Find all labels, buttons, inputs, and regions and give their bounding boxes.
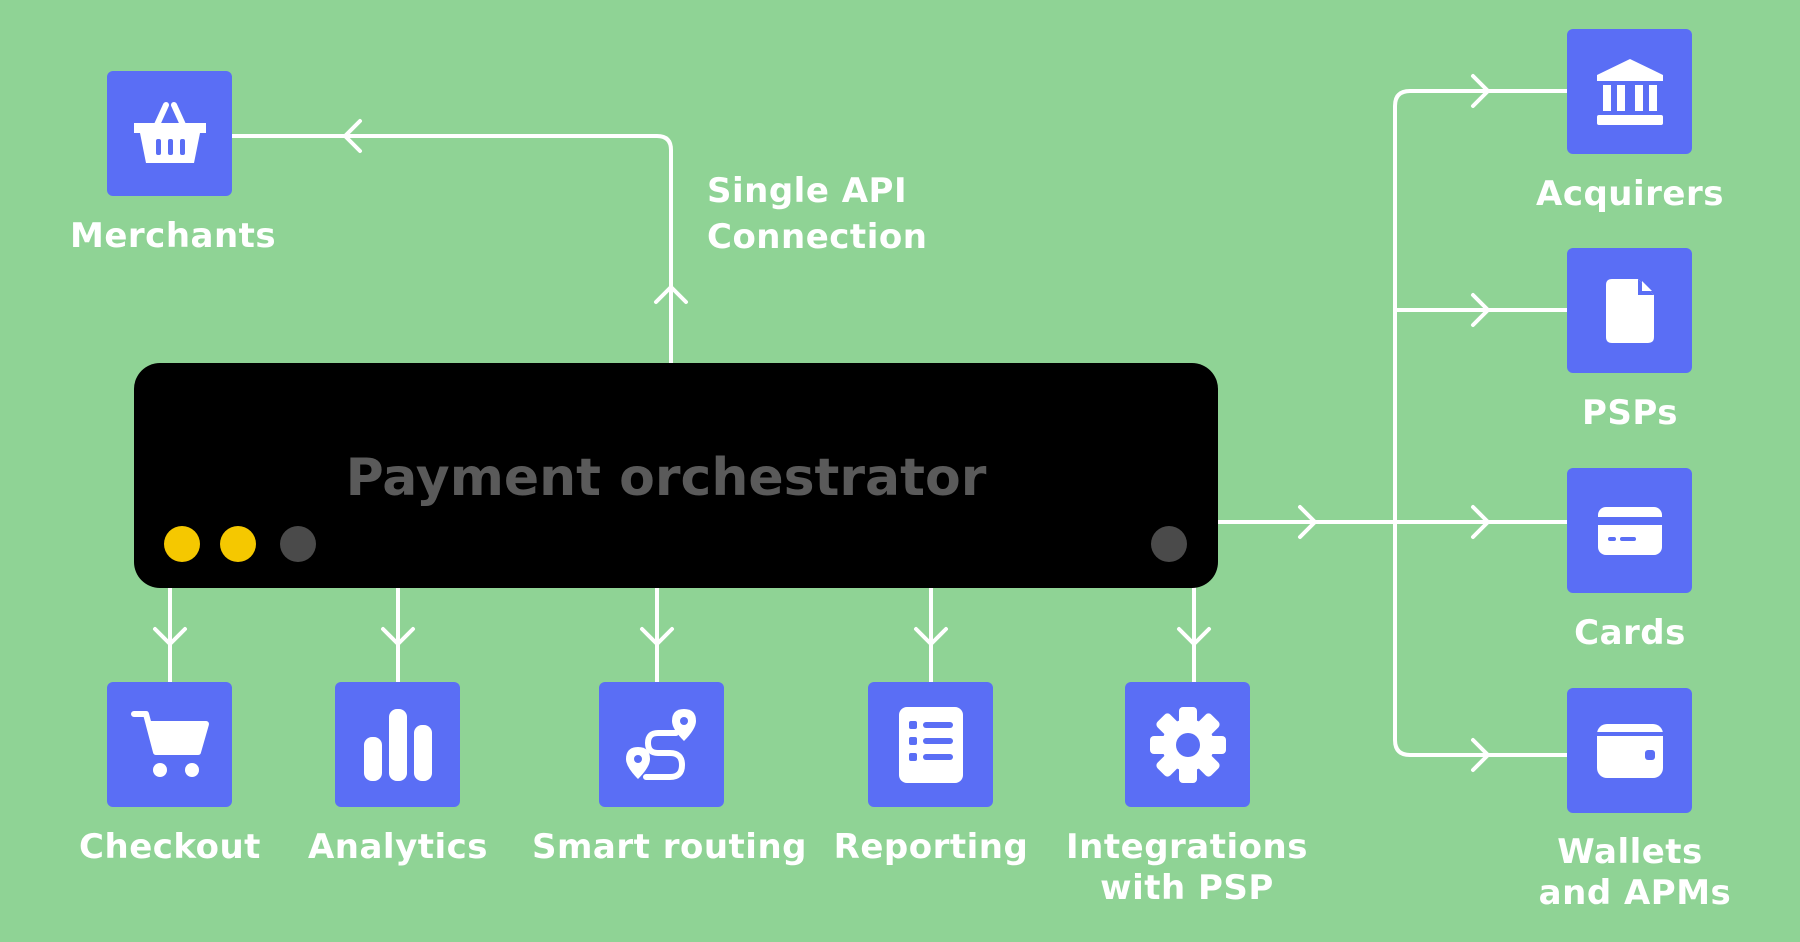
wallet-icon xyxy=(1596,723,1663,778)
arrow-down-integrations xyxy=(1177,627,1211,646)
gear-icon xyxy=(1149,706,1226,783)
arrow-right-acquirers xyxy=(1471,74,1490,108)
arrow-down-checkout xyxy=(153,627,187,646)
integrations-tile xyxy=(1125,682,1250,807)
status-dot-2 xyxy=(220,526,256,562)
bus-vertical xyxy=(1393,89,1569,757)
smart-routing-tile xyxy=(599,682,724,807)
arrow-left-merchants xyxy=(343,119,362,153)
status-dot-right xyxy=(1151,526,1187,562)
wallets-tile xyxy=(1567,688,1692,813)
arrow-right-cards xyxy=(1471,505,1490,539)
integrations-label-line1: Integrations xyxy=(1066,827,1308,867)
status-dot-1 xyxy=(164,526,200,562)
checkout-label: Checkout xyxy=(79,827,261,867)
checkout-tile xyxy=(107,682,232,807)
cards-tile xyxy=(1567,468,1692,593)
api-connection-line2: Connection xyxy=(707,217,928,257)
cards-label: Cards xyxy=(1574,613,1686,653)
arrow-down-smart-routing xyxy=(640,627,674,646)
smart-routing-label: Smart routing xyxy=(532,827,807,867)
bank-icon xyxy=(1596,58,1663,125)
payment-orchestrator-box: Payment orchestrator xyxy=(134,363,1218,588)
arrow-right-psps xyxy=(1471,293,1490,327)
api-connection-line1: Single API xyxy=(707,171,908,211)
analytics-label: Analytics xyxy=(307,827,489,867)
bar-chart-icon xyxy=(363,708,432,781)
status-dot-3 xyxy=(280,526,316,562)
arrow-right-bus xyxy=(1298,505,1317,539)
psps-label: PSPs xyxy=(1582,393,1678,433)
reporting-label: Reporting xyxy=(833,827,1029,867)
cart-icon xyxy=(130,710,209,777)
acquirers-label: Acquirers xyxy=(1536,174,1724,214)
credit-card-icon xyxy=(1597,506,1662,555)
arrow-right-wallets xyxy=(1471,738,1490,772)
arrow-down-analytics xyxy=(381,627,415,646)
orchestrator-title: Payment orchestrator xyxy=(345,448,987,508)
merchants-label: Merchants xyxy=(70,216,277,256)
wallets-label-line2: and APMs xyxy=(1538,873,1732,913)
acquirers-tile xyxy=(1567,29,1692,154)
merchants-tile xyxy=(107,71,232,196)
arrow-down-reporting xyxy=(914,627,948,646)
wallets-label-line1: Wallets xyxy=(1557,832,1703,872)
route-icon xyxy=(625,708,696,780)
analytics-tile xyxy=(335,682,460,807)
integrations-label-line2: with PSP xyxy=(1100,868,1274,908)
document-icon xyxy=(1605,278,1654,343)
reporting-tile xyxy=(868,682,993,807)
psps-tile xyxy=(1567,248,1692,373)
list-icon xyxy=(898,706,963,783)
basket-icon xyxy=(133,101,206,163)
arrow-up-api xyxy=(654,285,688,304)
connector-api-merchants xyxy=(230,134,673,365)
